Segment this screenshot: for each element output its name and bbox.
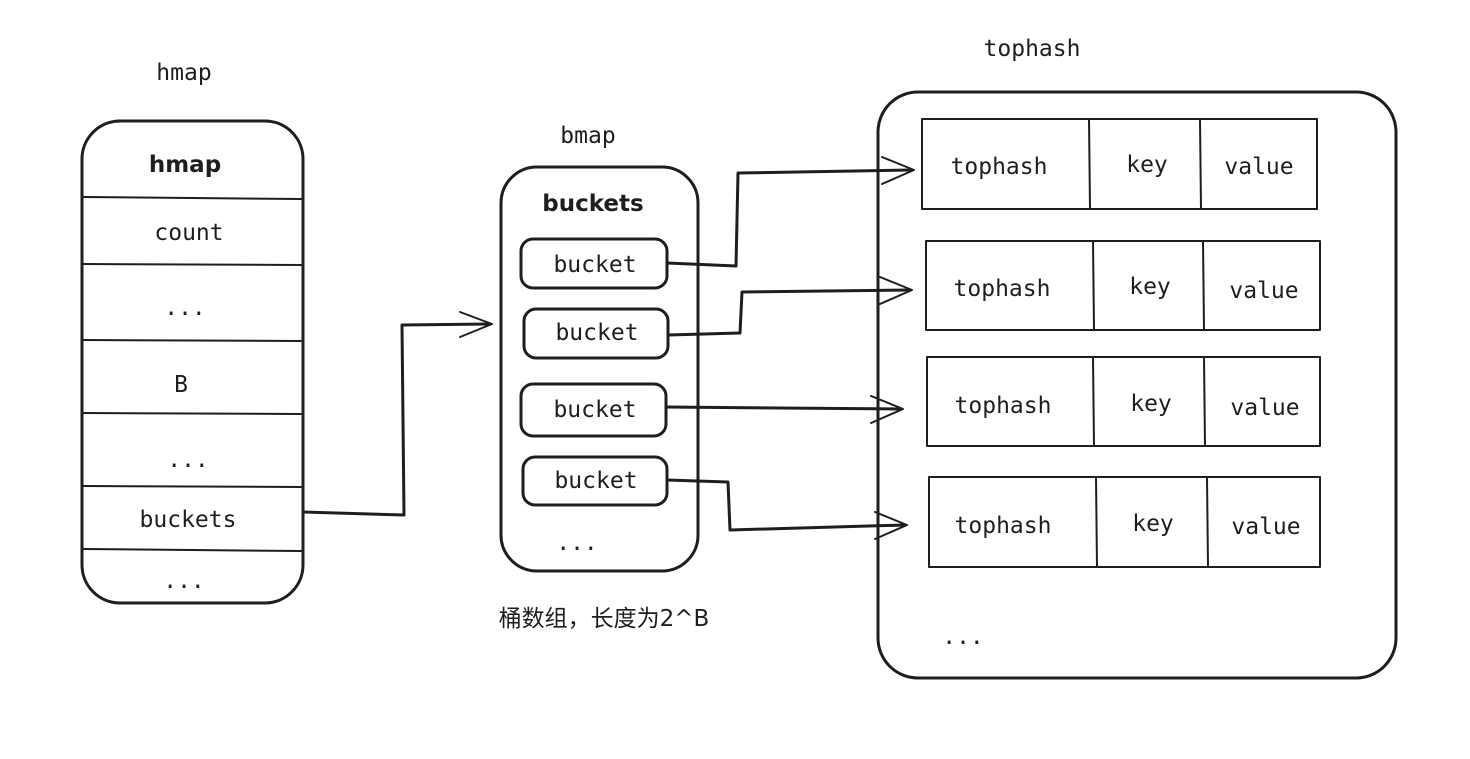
bmap-header: buckets — [542, 191, 643, 217]
kv-row: tophash key value — [921, 118, 1318, 210]
bmap-container — [499, 165, 700, 573]
kv-divider — [1203, 356, 1206, 447]
bmap-caption: 桶数组，长度为2^B — [499, 606, 710, 632]
tophash-cell: tophash — [954, 276, 1051, 302]
kv-divider — [1199, 118, 1202, 210]
key-cell: key — [1126, 152, 1168, 178]
kv-divider — [1095, 476, 1098, 568]
hmap-struct: hmap count ... B ... buckets ... — [80, 119, 305, 605]
bucket-label: bucket — [553, 252, 636, 278]
tophash-cell: tophash — [955, 513, 1052, 539]
bucket-label: bucket — [553, 397, 636, 423]
hmap-label: hmap — [156, 60, 211, 86]
key-cell: key — [1130, 391, 1172, 417]
hmap-field-buckets: buckets — [140, 507, 237, 533]
kv-row: tophash key value — [925, 240, 1321, 331]
kv-row-box — [925, 240, 1321, 331]
value-cell: value — [1229, 278, 1298, 304]
hmap-divider — [83, 339, 302, 342]
tophash-panel-label: tophash — [984, 36, 1081, 62]
kv-row-box — [921, 118, 1318, 210]
tophash-cell: tophash — [955, 393, 1052, 419]
bmap-struct: buckets bucket bucket bucket bucket ... — [499, 165, 700, 573]
bucket-arrow — [665, 156, 915, 268]
hmap-field-count: count — [154, 220, 223, 246]
bucket-label: bucket — [555, 320, 638, 346]
hmap-field-ellipsis: ... — [164, 295, 206, 321]
bucket-label: bucket — [554, 468, 637, 494]
bucket-arrow — [664, 395, 904, 424]
tophash-ellipsis: ... — [942, 624, 984, 650]
kv-divider — [1092, 240, 1095, 331]
bmap-label: bmap — [560, 123, 615, 149]
kv-row-box — [928, 476, 1321, 568]
hmap-field-ellipsis: ... — [163, 568, 205, 594]
hmap-field-ellipsis: ... — [167, 447, 209, 473]
kv-divider — [1092, 356, 1095, 447]
kv-divider — [1206, 476, 1209, 568]
kv-row-box — [926, 356, 1321, 447]
key-cell: key — [1129, 274, 1171, 300]
bucket-cell — [519, 382, 668, 438]
kv-divider — [1088, 118, 1091, 210]
value-cell: value — [1230, 395, 1299, 421]
hmap-header: hmap — [149, 152, 221, 178]
tophash-cell: tophash — [951, 154, 1048, 180]
tophash-panel: tophash key value tophash key value toph… — [876, 90, 1398, 680]
tophash-container — [876, 90, 1398, 680]
hmap-divider — [83, 485, 302, 488]
key-cell: key — [1132, 511, 1174, 537]
bucket-arrow — [665, 478, 908, 540]
hmap-divider — [83, 548, 302, 552]
bmap-ellipsis: ... — [556, 530, 598, 556]
buckets-pointer-arrow — [301, 311, 493, 517]
bucket-arrow — [666, 276, 913, 337]
hmap-divider — [83, 263, 302, 266]
value-cell: value — [1224, 154, 1293, 180]
hmap-field-b: B — [174, 372, 188, 398]
kv-divider — [1202, 240, 1205, 331]
hmap-divider — [83, 412, 302, 415]
kv-row: tophash key value — [926, 356, 1321, 447]
value-cell: value — [1231, 514, 1300, 540]
hmap-divider — [83, 196, 302, 200]
kv-row: tophash key value — [928, 476, 1321, 568]
hmap-container — [80, 119, 305, 605]
